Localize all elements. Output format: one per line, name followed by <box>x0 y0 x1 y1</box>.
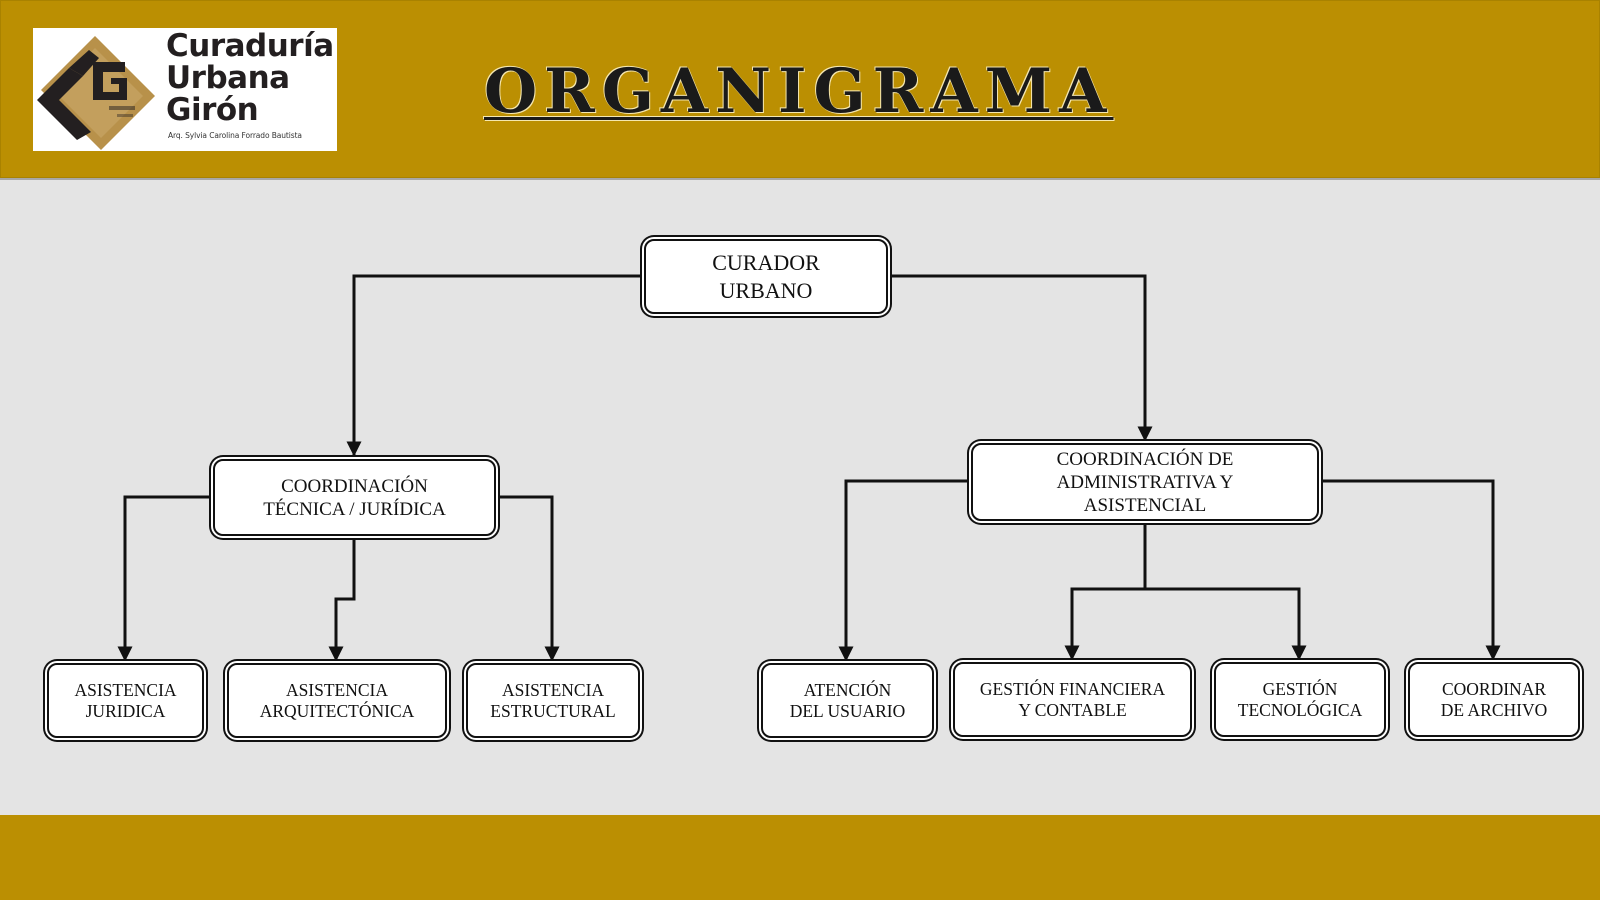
node-coordinar-archivo: COORDINAR DE ARCHIVO <box>1408 662 1580 737</box>
node-coordinar-archivo-label: COORDINAR DE ARCHIVO <box>1440 678 1548 720</box>
node-asistencia-juridica: ASISTENCIA JURIDICA <box>47 663 204 738</box>
node-atencion-usuario-label: ATENCIÓN DEL USUARIO <box>789 679 906 721</box>
connector-root-right <box>889 274 1153 442</box>
node-asistencia-estructural: ASISTENCIA ESTRUCTURAL <box>466 663 640 738</box>
node-coordinacion-tecnica-juridica-label: COORDINACIÓN TÉCNICA / JURÍDICA <box>263 475 446 520</box>
logo-emblem-icon <box>37 36 155 150</box>
logo-text-line-2: Urbana <box>166 60 290 96</box>
node-asistencia-arquitectonica-label: ASISTENCIA ARQUITECTÓNICA <box>259 679 415 721</box>
curaduria-logo: Curaduría Urbana Girón Arq. Sylvia Carol… <box>33 28 337 151</box>
logo-text-line-3: Girón <box>166 92 259 128</box>
node-gestion-tecnologica: GESTIÓN TECNOLÓGICA <box>1214 662 1386 737</box>
node-gestion-financiera: GESTIÓN FINANCIERA Y CONTABLE <box>953 662 1192 737</box>
node-coordinacion-tecnica-juridica: COORDINACIÓN TÉCNICA / JURÍDICA <box>213 459 496 536</box>
connector-right-tecnologica <box>1145 587 1307 661</box>
connector-right-financiera <box>1064 587 1145 661</box>
node-gestion-tecnologica-label: GESTIÓN TECNOLÓGICA <box>1237 678 1363 720</box>
connector-right-atencion <box>838 479 970 662</box>
connector-left-estructural <box>497 495 560 662</box>
node-coordinacion-administrativa: COORDINACIÓN DE ADMINISTRATIVA Y ASISTEN… <box>971 443 1319 521</box>
node-atencion-usuario: ATENCIÓN DEL USUARIO <box>761 663 934 738</box>
node-coordinacion-administrativa-label: COORDINACIÓN DE ADMINISTRATIVA Y ASISTEN… <box>1056 448 1234 516</box>
connector-left-juridica <box>117 495 212 662</box>
node-asistencia-estructural-label: ASISTENCIA ESTRUCTURAL <box>490 679 616 721</box>
footer-band <box>0 815 1600 900</box>
node-asistencia-arquitectonica: ASISTENCIA ARQUITECTÓNICA <box>227 663 447 738</box>
logo-subtitle: Arq. Sylvia Carolina Forrado Bautista <box>168 131 302 140</box>
node-curador-urbano: CURADOR URBANO <box>644 239 888 314</box>
node-gestion-financiera-label: GESTIÓN FINANCIERA Y CONTABLE <box>979 678 1166 720</box>
page-title: ORGANIGRAMA <box>484 56 1114 127</box>
logo-text-line-1: Curaduría <box>166 28 334 64</box>
connector-left-arquitectonica <box>328 537 356 662</box>
node-curador-urbano-label: CURADOR URBANO <box>712 249 820 303</box>
connector-root-left <box>346 274 643 457</box>
connector-right-archivo <box>1320 479 1501 661</box>
node-asistencia-juridica-label: ASISTENCIA JURIDICA <box>74 679 177 721</box>
